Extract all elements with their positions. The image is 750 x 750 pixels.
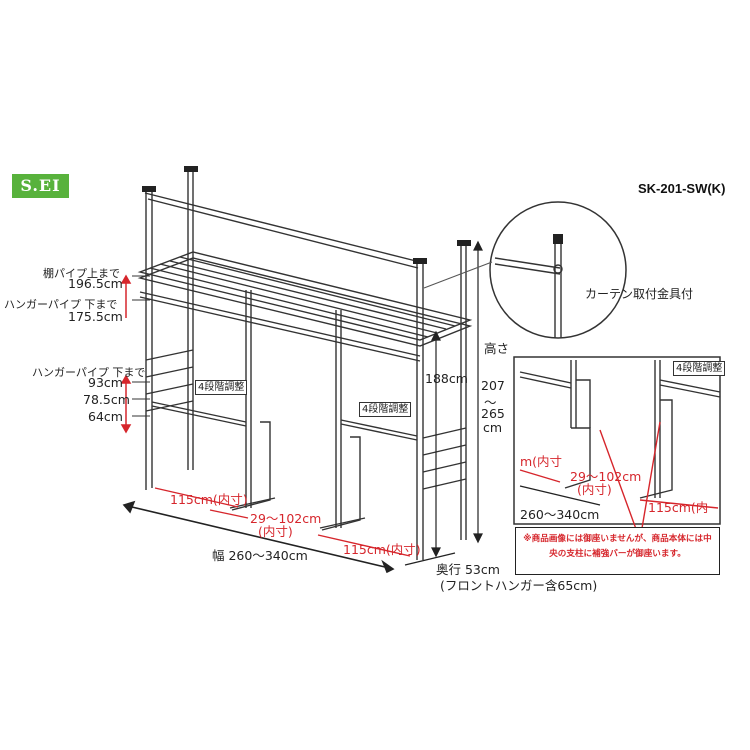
hanger-top-value: 175.5cm — [68, 309, 123, 324]
inset-gap-inner: (内寸) — [577, 482, 612, 497]
height-total-max: 265 — [481, 406, 505, 421]
gap-dim: 29〜102cm — [250, 511, 322, 526]
depth-note: (フロントハンガー含65cm) — [440, 578, 598, 593]
inset-width: 260〜340cm — [520, 507, 600, 522]
height-total-unit: cm — [483, 420, 503, 435]
inner-left-dim: 115cm(内寸) — [170, 492, 248, 507]
shelf-caption: 棚パイプ上まで — [43, 267, 120, 280]
inset-adjust-tag: 4段階調整 — [673, 361, 726, 376]
inner-right-dim: 115cm(内寸) — [343, 542, 421, 557]
zoom-caption: カーテン取付金具付 — [585, 287, 694, 301]
inset-inner-left: m(内寸 — [520, 454, 563, 469]
hanger-low-93: 93cm — [88, 375, 123, 390]
inset-gap: 29〜102cm — [570, 469, 642, 484]
adjust-tag-left: 4段階調整 — [195, 380, 248, 395]
height-total-sep: 〜 — [484, 395, 497, 410]
hanger-top-caption: ハンガーパイプ 下まで — [4, 298, 118, 311]
height-188: 188cm — [425, 371, 468, 386]
height-total-label: 高さ — [484, 341, 510, 356]
inset-inner-right: 115cm(内 — [648, 500, 709, 515]
hanger-low-78: 78.5cm — [83, 392, 130, 407]
depth-dim: 奥行 53cm — [436, 562, 500, 577]
shelf-height-value: 196.5cm — [68, 276, 123, 291]
width-dim: 幅 260〜340cm — [212, 548, 308, 563]
brand-logo: S.EI — [12, 174, 69, 198]
adjust-tag-right: 4段階調整 — [359, 402, 412, 417]
hanger-low-64: 64cm — [88, 409, 123, 424]
height-total-min: 207 — [481, 378, 505, 393]
model-number: SK-201-SW(K) — [638, 181, 726, 196]
gap-inner-label: (内寸) — [258, 524, 293, 539]
hanger-low-caption: ハンガーパイプ 下まで — [32, 366, 146, 379]
reinforcement-note: ※商品画像には御座いませんが、商品本体には中央の支柱に補強バーが御座います。 — [515, 527, 720, 575]
